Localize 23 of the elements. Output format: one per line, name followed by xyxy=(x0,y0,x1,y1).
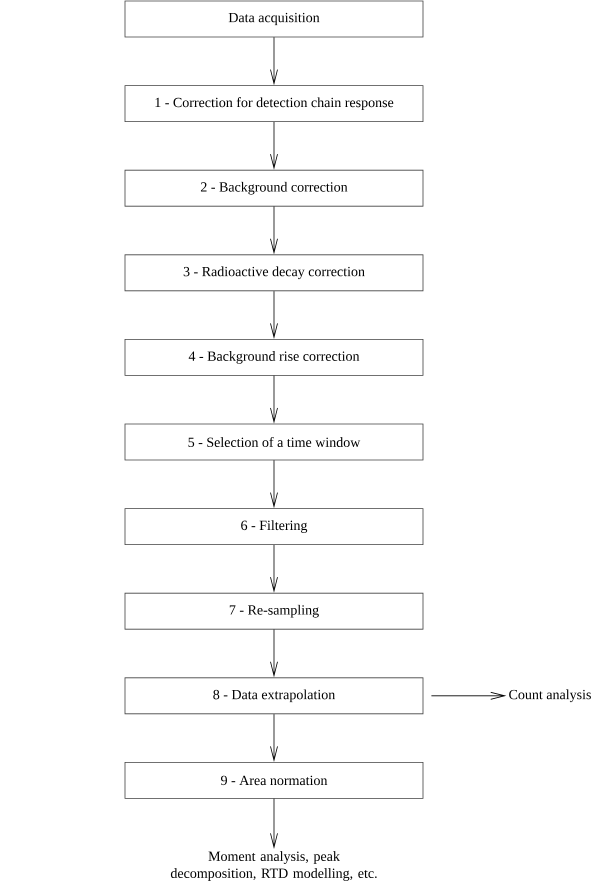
arrow xyxy=(270,122,278,170)
process-box: 3 - Radioactive decay correction xyxy=(124,254,424,292)
process-box: 1 - Correction for detection chain response xyxy=(124,85,424,122)
arrow xyxy=(431,692,506,700)
process-box: 5 - Selection of a time window xyxy=(124,424,424,460)
arrow xyxy=(270,544,278,593)
process-box: 7 - Re-sampling xyxy=(124,592,424,630)
process-box: 2 - Background correction xyxy=(124,170,424,207)
process-box: 9 - Area normation xyxy=(124,762,424,799)
arrow xyxy=(270,714,278,762)
process-box: 6 - Filtering xyxy=(124,508,424,545)
process-box: 4 - Background rise correction xyxy=(124,339,424,376)
arrow xyxy=(270,798,278,849)
process-box: Data acquisition xyxy=(124,0,424,38)
arrow xyxy=(270,290,278,339)
arrow xyxy=(270,629,278,678)
output-text: Moment analysis, peak decomposition, RTD modelling, etc. xyxy=(170,851,377,881)
process-box: 8 - Data extrapolation xyxy=(124,677,424,714)
output-text: Count analysis xyxy=(509,689,591,702)
arrow xyxy=(270,37,278,86)
arrow xyxy=(270,206,278,254)
arrow xyxy=(270,460,278,508)
arrow xyxy=(270,375,278,424)
